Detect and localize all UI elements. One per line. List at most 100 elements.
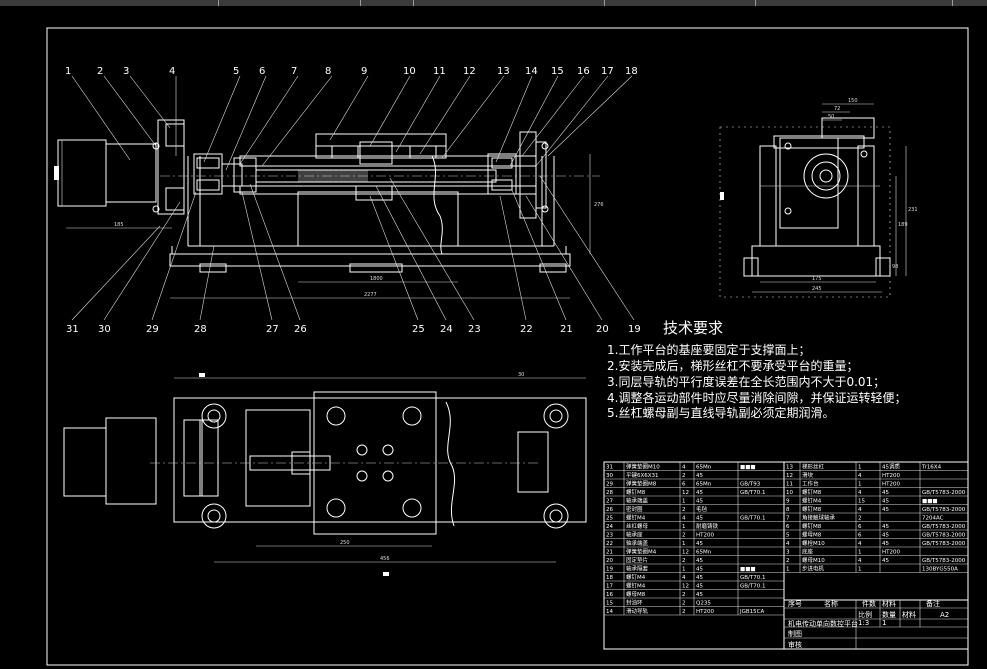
callout-number: 18 <box>625 66 638 77</box>
bom-cell: 1 <box>682 567 686 573</box>
window-top-bar <box>0 0 987 6</box>
callout-number: 5 <box>233 66 239 77</box>
bom-cell: ■■■ <box>922 499 938 505</box>
bom-cell: 11 <box>786 482 793 488</box>
requirement-item: 3.同层导轨的平行度误差在全长范围内不大于0.01； <box>607 374 885 389</box>
bom-cell: 2 <box>786 558 790 564</box>
title-block-label: 件数 <box>862 599 876 608</box>
bom-cell: 4 <box>682 516 686 522</box>
bom-cell: 1 <box>682 524 686 530</box>
bom-cell: 18 <box>606 575 613 581</box>
title-block-label: 比例 <box>858 610 872 619</box>
callout-number: 17 <box>601 66 614 77</box>
callout-leader <box>225 75 267 171</box>
callout-leader <box>521 75 585 157</box>
bom-cell: 12 <box>786 473 793 479</box>
bom-cell: 2 <box>682 601 686 607</box>
bom-cell: 螺钉M8 <box>802 522 822 530</box>
bom-cell: GB/T5783-2000 <box>922 524 966 530</box>
bom-cell: 65Mn <box>696 465 712 471</box>
drawing-name: 机电传动单向数控平台 <box>788 619 858 628</box>
bom-cell: 密封圈 <box>626 505 643 513</box>
bom-cell: 10 <box>786 490 793 496</box>
bom-cell: 23 <box>606 533 613 539</box>
bom-cell: 45 <box>696 592 703 598</box>
callout-number: 8 <box>325 66 331 77</box>
bom-cell: 21 <box>606 550 613 556</box>
dim-text: 50 <box>828 114 834 120</box>
bom-cell: 2 <box>682 558 686 564</box>
bom-cell: HT200 <box>882 550 900 556</box>
callout-leader <box>369 75 411 147</box>
bom-cell: 2 <box>858 516 862 522</box>
bom-cell: ■■■ <box>740 567 756 573</box>
callout-leader <box>547 75 633 157</box>
callout-number: 2 <box>97 66 103 77</box>
bom-cell: 45调质 <box>882 463 900 471</box>
bom-cell: HT200 <box>882 482 900 488</box>
title-block-label: 材料 <box>902 610 916 619</box>
bom-cell: GB/T70.1 <box>740 584 766 590</box>
callout-leader <box>395 75 441 153</box>
title-block: 序号 名称 件数 材料 备注 机电传动单向数控平台 比例 数量 材料 A2 1:… <box>783 599 969 650</box>
bom-cell: 封油环 <box>626 599 643 607</box>
bom-cell: 12 <box>682 490 689 496</box>
bom-cell: 7 <box>786 516 790 522</box>
bom-cell: 4 <box>786 541 790 547</box>
bom-cell: 螺栓M10 <box>802 539 825 547</box>
requirement-item: 1.工作平台的基座要固定于支撑面上； <box>607 342 810 357</box>
callout-number: 27 <box>266 324 279 335</box>
bom-cell: 130BYG550A <box>922 567 958 573</box>
bom-cell: 12 <box>682 550 689 556</box>
toolbar-separator <box>360 0 361 6</box>
bom-cell: 3 <box>786 550 790 556</box>
callout-leader <box>203 75 241 163</box>
bom-cell: 15 <box>606 601 613 607</box>
bom-cell: Q235 <box>696 601 711 607</box>
bom-cell: 轴承隔套 <box>626 565 649 573</box>
bom-cell: 螺母M8 <box>802 531 822 539</box>
bom-cell: 毛毡 <box>696 505 708 513</box>
bom-cell: 17 <box>606 584 613 590</box>
callout-leader <box>103 75 157 147</box>
callout-leader <box>241 191 273 321</box>
dim-text: 231 <box>908 207 918 213</box>
bom-cell: 轴承座 <box>626 531 643 539</box>
bom-cell: 31 <box>606 465 613 471</box>
bom-cell: 角接触球轴承 <box>802 514 836 522</box>
callout-leader <box>261 75 333 167</box>
callout-number: 16 <box>577 66 590 77</box>
callout-leader <box>509 75 559 167</box>
bom-cell: GB/T5783-2000 <box>922 507 966 513</box>
callout-number: 25 <box>412 324 425 335</box>
bom-cell: 螺钉M8 <box>626 488 646 496</box>
callout-leader <box>129 75 171 129</box>
bom-cell: 1 <box>682 499 686 505</box>
bom-cell: 1 <box>858 482 862 488</box>
bom-cell: 2 <box>682 592 686 598</box>
callout-number: 19 <box>628 324 641 335</box>
callout-number: 31 <box>66 324 79 335</box>
bom-cell: 1 <box>858 465 862 471</box>
bom-cell: 滑动导轨 <box>626 607 649 615</box>
bom-cell: GB/T5783-2000 <box>922 490 966 496</box>
callout-number: 1 <box>65 66 71 77</box>
callout-number: 3 <box>123 66 129 77</box>
bom-cell: 30 <box>606 473 613 479</box>
bom-cell: 底座 <box>802 548 814 556</box>
requirement-item: 5.丝杠螺母副与直线导轨副必须定期润滑。 <box>607 405 834 420</box>
bom-cell: JGB15CA <box>739 609 764 615</box>
bom-cell: 螺钉M4 <box>626 582 646 590</box>
callout-leader <box>71 75 131 161</box>
bom-cell: 4 <box>682 575 686 581</box>
bom-cell: 弹簧垫圈M10 <box>626 463 660 471</box>
callout-leader <box>151 191 197 321</box>
scale-value: 1:3 <box>858 619 869 627</box>
side-view: 150 72 50 175 245 189 231 98 <box>719 98 918 298</box>
bom-cell: 28 <box>606 490 613 496</box>
bom-cell: GB/T5783-2000 <box>922 533 966 539</box>
bom-cell: 2 <box>682 533 686 539</box>
bom-cell: GB/T70.1 <box>740 490 766 496</box>
